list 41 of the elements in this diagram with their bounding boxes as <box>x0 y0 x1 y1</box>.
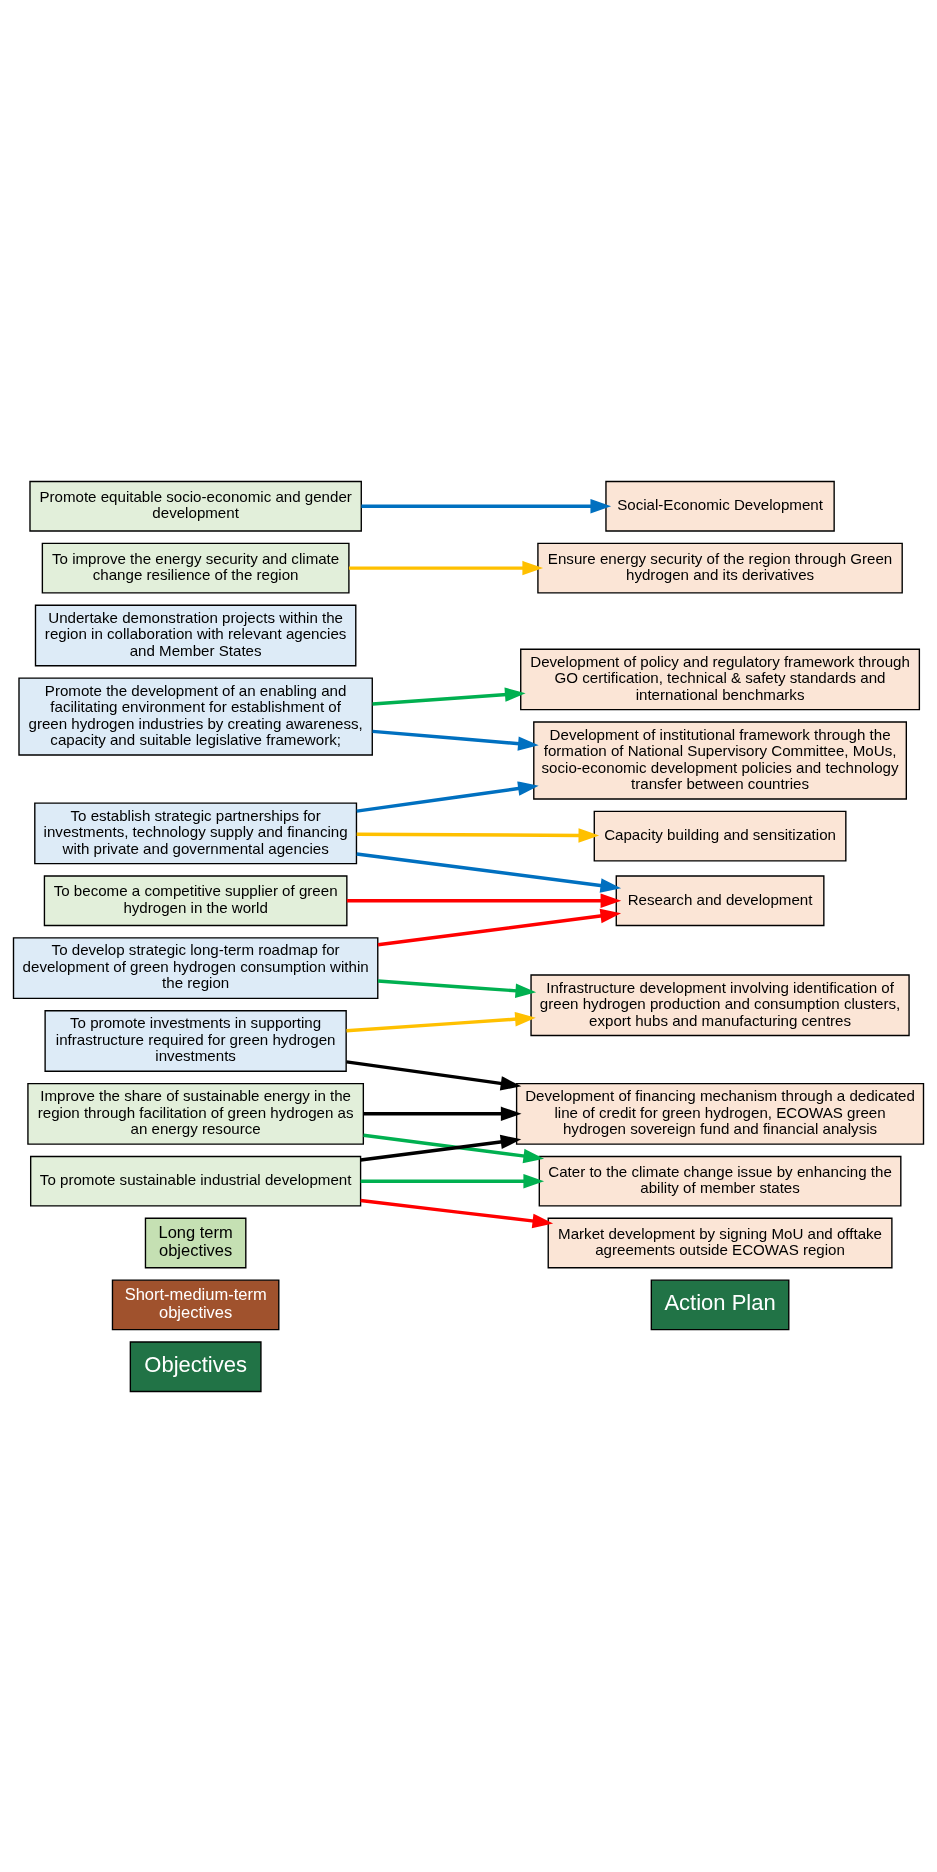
arrow <box>377 978 537 998</box>
node-box: Cater to the climate change issue by enhancing the ability of member states <box>538 1155 902 1207</box>
node-box: To promote investments in supporting infrastructure required for green hydrogen investments <box>44 1009 347 1072</box>
node-box: To become a competitive supplier of green hydrogen in the world <box>43 874 348 926</box>
node-box: Objectives <box>129 1340 262 1392</box>
arrow <box>356 780 539 813</box>
arrow <box>360 1173 545 1188</box>
arrow <box>346 1011 536 1032</box>
node-box: Promote the development of an enabling and facilitating environment for establishment of green hydrogen industries by creating awareness, capacity and suitable legislative framework; <box>18 676 373 756</box>
node-box: Action Plan <box>650 1278 790 1330</box>
node-box: Infrastructure development involving identification of green hydrogen production and consumption clusters, export hubs and manufacturing centres <box>530 973 910 1036</box>
node-box: Undertake demonstration projects within the region in collaboration with relevant agencies and Member States <box>34 604 357 666</box>
node-box: Long term objectives <box>144 1217 247 1268</box>
node-box: Improve the share of sustainable energy in the region through facilitation of green hydrogen as an energy resource <box>27 1082 365 1145</box>
node-box: Promote equitable socio-economic and gender development <box>29 480 362 532</box>
node-box: Development of institutional framework through the formation of National Supervisory Committee, MoUs, socio-economic development policies and technology transfer between countries <box>533 720 907 800</box>
arrow <box>372 729 539 751</box>
arrow <box>356 827 600 843</box>
node-box: To improve the energy security and climate change resilience of the region <box>41 542 350 594</box>
arrow <box>363 1133 545 1163</box>
arrow <box>346 893 622 908</box>
node-box: Social-Economic Development <box>605 480 835 532</box>
arrow <box>361 498 612 513</box>
arrow <box>348 560 544 575</box>
arrow <box>356 851 622 893</box>
node-box: Market development by signing MoU and offtake agreements outside ECOWAS region <box>547 1217 893 1268</box>
node-box: Development of policy and regulatory framework through GO certification, technical & safety standards and international benchmarks <box>520 648 921 710</box>
node-box: Short-medium-term objectives <box>111 1278 280 1330</box>
arrow <box>360 1198 554 1228</box>
node-box: To establish strategic partnerships for investments, technology supply and financing with private and governmental agencies <box>34 801 358 864</box>
arrow <box>346 1059 522 1091</box>
node-box: Ensure energy security of the region through Green hydrogen and its derivatives <box>537 542 903 594</box>
node-box: Development of financing mechanism through a dedicated line of credit for green hydrogen, ECOWAS green hydrogen sovereign fund and financial analysis <box>515 1082 925 1145</box>
arrow <box>372 686 526 706</box>
node-box: To develop strategic long-term roadmap for development of green hydrogen consumption within the region <box>12 936 379 999</box>
arrow <box>377 908 622 946</box>
arrow <box>360 1134 522 1162</box>
node-box: Capacity building and sensitization <box>593 810 847 862</box>
node-box: To promote sustainable industrial development <box>30 1155 362 1207</box>
arrow <box>363 1106 522 1121</box>
node-box: Research and development <box>615 874 825 926</box>
